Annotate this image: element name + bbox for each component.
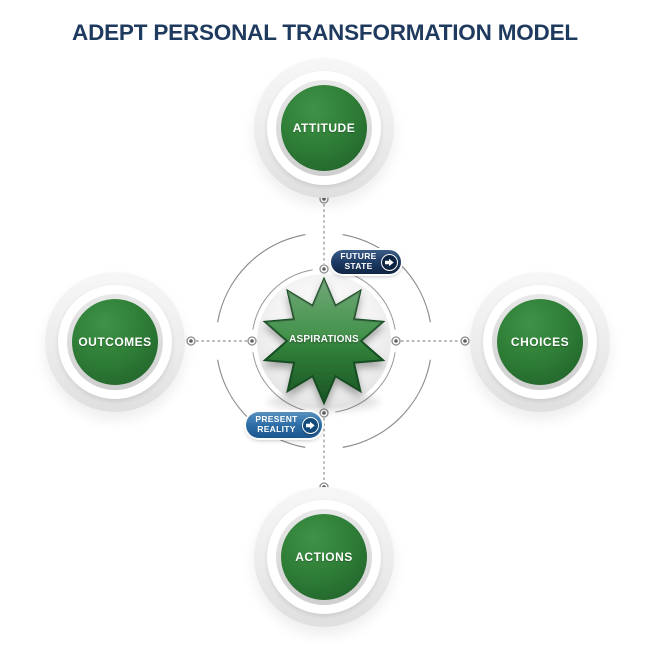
connector-dot-icon [247, 336, 257, 346]
badge-line: FUTURE [340, 251, 377, 262]
forward-arrow-icon [381, 253, 398, 271]
node-green-core: OUTCOMES [72, 299, 158, 385]
node-attitude: ATTITUDE [254, 58, 394, 198]
aspirations-starburst-icon [262, 276, 386, 406]
node-attitude-label: ATTITUDE [292, 121, 356, 135]
dashed-connectors [196, 204, 460, 482]
connector-dot-icon [319, 264, 329, 274]
connector-dot-icon [460, 336, 470, 346]
page-title: ADEPT PERSONAL TRANSFORMATION MODEL [72, 20, 578, 45]
connector-dot-icon [186, 336, 196, 346]
node-actions-label: ACTIONS [295, 550, 353, 564]
node-outcomes-label: OUTCOMES [78, 335, 152, 349]
node-choices-label: CHOICES [510, 335, 570, 349]
node-green-core: CHOICES [497, 299, 583, 385]
badge-line: REALITY [257, 424, 296, 434]
badge-future-state: FUTURE STATE [331, 250, 401, 274]
node-actions: ACTIONS [254, 487, 394, 627]
badge-line: PRESENT [255, 414, 298, 425]
node-green-core: ATTITUDE [281, 85, 367, 171]
badge-future-state-text: FUTURE STATE [338, 251, 379, 272]
connector-dot-icon [391, 336, 401, 346]
forward-arrow-icon [302, 416, 319, 434]
badge-present-reality-text: PRESENT REALITY [253, 414, 300, 435]
node-outcomes: OUTCOMES [45, 272, 185, 412]
badge-present-reality: PRESENT REALITY [246, 412, 322, 438]
badge-line: STATE [344, 261, 373, 271]
node-choices: CHOICES [470, 272, 610, 412]
aspirations-label: ASPIRATIONS [289, 334, 359, 345]
node-green-core: ACTIONS [281, 514, 367, 600]
